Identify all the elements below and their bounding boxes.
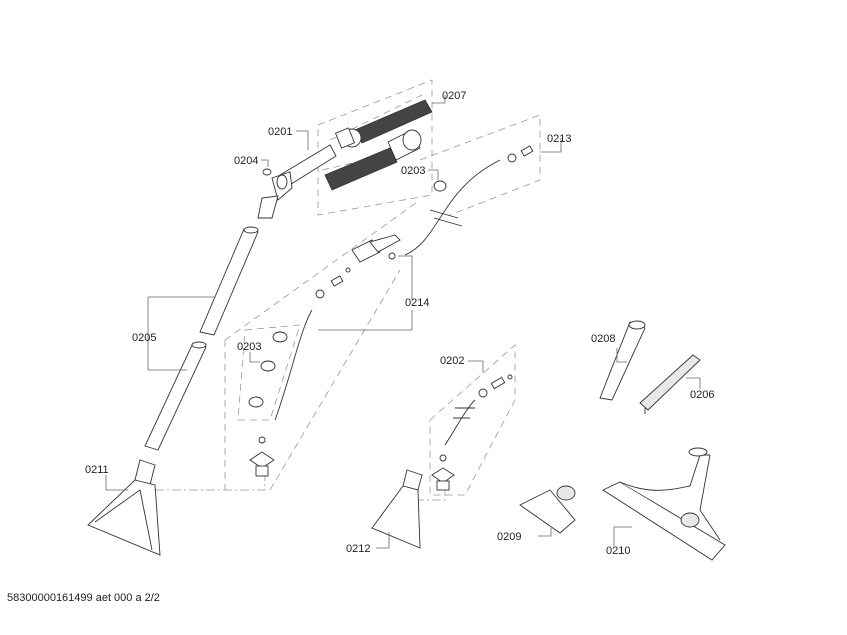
label-0205: 0205 [132,332,156,344]
o-ring [262,168,272,176]
assembly-line-0212 [415,490,446,501]
leader-lines [105,95,701,549]
document-reference-footer: 58300000161499 aet 000 a 2/2 [7,592,160,604]
label-0209: 0209 [497,531,521,543]
hose-clamp-upper [433,180,447,192]
spray-hose [404,159,501,256]
spray-trigger-valve [351,234,401,263]
label-0202: 0202 [440,355,464,367]
label-0201: 0201 [268,126,292,138]
nozzle-connector-0211 [249,436,275,477]
corrugated-hose-upper [334,99,433,149]
connector-set-0202 [431,374,513,491]
group-outline-0202 [429,344,516,496]
label-0210: 0210 [606,545,630,557]
label-0208: 0208 [591,333,615,345]
label-0212: 0212 [346,543,370,555]
spray-hose-lower [274,309,313,421]
label-0214: 0214 [405,297,429,309]
upholstery-nozzle-0212 [371,469,423,549]
group-outline-0203-clamps [237,324,301,421]
brush-strip-0206 [639,354,701,414]
hose-clamps [248,331,288,408]
extension-tube-lower [144,341,207,451]
upholstery-nozzle-0211 [87,459,161,556]
assembly-line-0211 [155,475,266,491]
crevice-nozzle-0208 [599,320,646,401]
upholstery-brush-0209 [519,485,576,534]
floor-nozzle-0210 [602,447,726,561]
label-0213: 0213 [547,133,571,145]
group-outline-0213-0214 [224,114,541,491]
label-0203-upper: 0203 [401,165,425,177]
extension-tube-upper [199,226,259,336]
label-0207: 0207 [442,90,466,102]
label-0206: 0206 [690,389,714,401]
label-0204: 0204 [234,155,258,167]
corrugated-hose-lower [324,129,422,191]
handle-tube [257,144,337,219]
coupling-fittings [315,145,534,299]
label-0211: 0211 [85,464,109,476]
label-0203-lower: 0203 [237,341,261,353]
